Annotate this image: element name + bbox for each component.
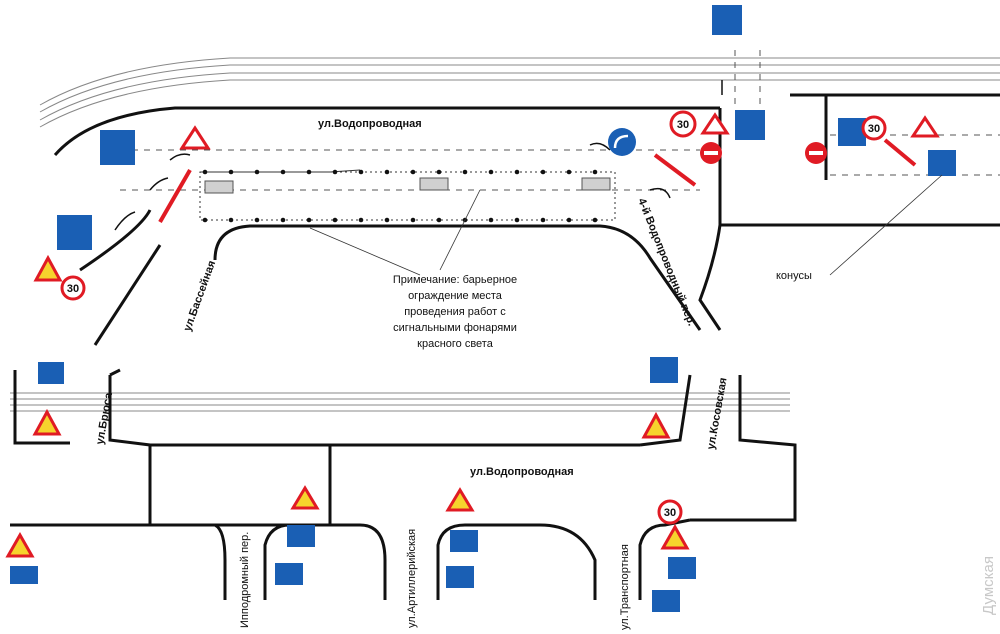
signal-light bbox=[540, 169, 546, 175]
signal-light bbox=[358, 169, 364, 175]
signal-light bbox=[280, 217, 286, 223]
equipment-block bbox=[581, 177, 611, 191]
street-label-ippodromny: Ипподромный пер. bbox=[239, 532, 251, 628]
street-label-kosovskaya: ул.Косовская bbox=[705, 377, 729, 451]
street-label-transportnaya: ул.Транспортная bbox=[619, 544, 631, 630]
signal-light bbox=[332, 217, 338, 223]
signal-light bbox=[566, 217, 572, 223]
note-line: проведения работ с bbox=[404, 306, 506, 318]
bottom-road-edges bbox=[10, 368, 797, 600]
sign-warning-triangles bbox=[33, 112, 940, 282]
signal-light bbox=[384, 217, 390, 223]
sign-no-entry bbox=[700, 142, 827, 164]
note-block: Примечание: барьерное ограждение места п… bbox=[309, 189, 517, 350]
equipment-block bbox=[419, 177, 449, 191]
traffic-arrows bbox=[114, 80, 723, 231]
signal-light bbox=[592, 169, 598, 175]
note-line: Примечание: барьерное bbox=[393, 274, 517, 286]
svg-text:30: 30 bbox=[664, 507, 676, 519]
signal-light bbox=[514, 169, 520, 175]
signal-light bbox=[384, 169, 390, 175]
svg-text:30: 30 bbox=[67, 283, 79, 295]
signal-light bbox=[592, 217, 598, 223]
signal-light bbox=[306, 217, 312, 223]
signal-light bbox=[462, 169, 468, 175]
signal-light bbox=[332, 169, 338, 175]
note-line: сигнальными фонарями bbox=[393, 322, 517, 334]
signal-light bbox=[228, 217, 234, 223]
work-zone bbox=[199, 169, 616, 223]
signal-light bbox=[514, 217, 520, 223]
svg-text:30: 30 bbox=[677, 119, 689, 131]
signal-light bbox=[540, 217, 546, 223]
signal-light bbox=[488, 169, 494, 175]
signal-light bbox=[358, 217, 364, 223]
signal-light bbox=[410, 217, 416, 223]
signal-light bbox=[280, 169, 286, 175]
note-line: ограждение места bbox=[408, 290, 503, 302]
signal-light bbox=[488, 217, 494, 223]
signal-light bbox=[254, 169, 260, 175]
signal-light bbox=[228, 169, 234, 175]
sign-speed-limit: 30 30 30 bbox=[60, 110, 887, 301]
equipment-block bbox=[204, 180, 234, 194]
signal-light bbox=[202, 169, 208, 175]
cones-label: конусы bbox=[776, 270, 812, 282]
signal-light bbox=[410, 169, 416, 175]
note-line: красного света bbox=[417, 338, 494, 350]
cones-callout: конусы bbox=[776, 174, 943, 282]
watermark: Думская bbox=[980, 556, 997, 615]
signal-light bbox=[436, 217, 442, 223]
bottom-tram-lines bbox=[10, 392, 790, 412]
top-tram-lines bbox=[39, 57, 1000, 128]
street-label-vodoprovodnaya-top: ул.Водопроводная bbox=[318, 118, 422, 130]
street-label-basseynaya: ул.Бассейная bbox=[182, 259, 219, 333]
street-label-vodoprovodny-per: 4-й Водопроводный пер. bbox=[635, 197, 697, 328]
signal-light bbox=[254, 217, 260, 223]
sign-lanes-blue bbox=[57, 5, 956, 250]
signal-light bbox=[306, 169, 312, 175]
signal-light bbox=[566, 169, 572, 175]
street-label-artilleriyskaya: ул.Артиллерийская bbox=[406, 529, 418, 628]
svg-text:30: 30 bbox=[868, 123, 880, 135]
street-label-vodoprovodnaya-bottom: ул.Водопроводная bbox=[470, 466, 574, 478]
barriers bbox=[158, 138, 917, 223]
signal-light bbox=[436, 169, 442, 175]
signal-light bbox=[202, 217, 208, 223]
top-road-edges bbox=[53, 93, 1000, 346]
bottom-signs: 30 bbox=[5, 357, 696, 612]
sign-detour bbox=[608, 128, 636, 156]
